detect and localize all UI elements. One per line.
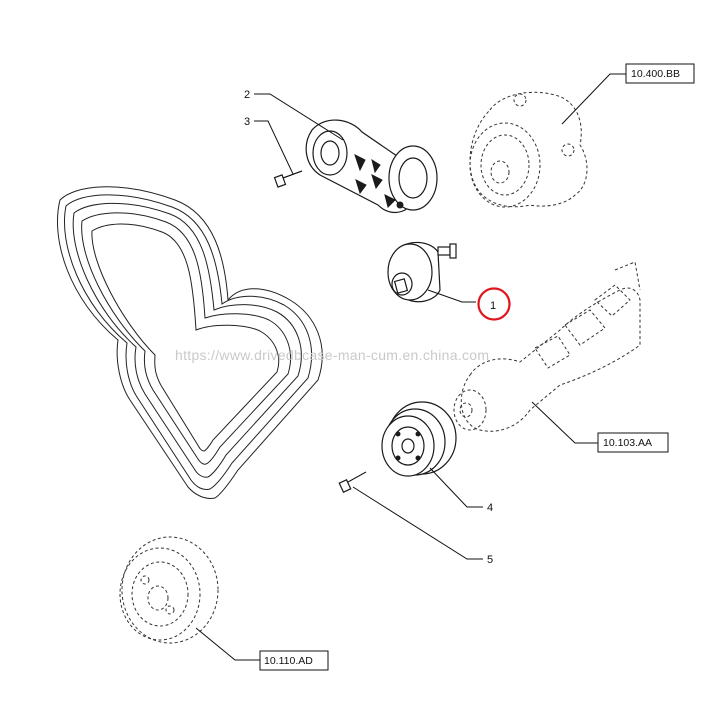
belt-tensioner-item-2 <box>305 119 438 214</box>
water-pump-reference <box>469 91 588 208</box>
callout-5: 5 <box>487 554 493 566</box>
callout-1-highlight-ring <box>477 287 511 321</box>
ref-label-damper: 10.110.AD <box>264 655 313 667</box>
ref-label-water-pump: 10.400.BB <box>631 68 680 80</box>
watermark-text: https://www.drivedbcase-man-cum.en.china… <box>175 347 489 363</box>
crankshaft-reference <box>453 261 641 432</box>
pulley-item-4 <box>381 401 457 477</box>
callout-4: 4 <box>487 502 493 514</box>
bolt-item-3 <box>273 170 303 188</box>
serpentine-belt <box>57 186 323 499</box>
leader-lines <box>195 73 626 661</box>
damper-reference <box>119 536 219 644</box>
ref-box-damper: 10.110.AD <box>259 650 329 671</box>
ref-box-water-pump: 10.400.BB <box>625 63 695 84</box>
callout-3: 3 <box>244 116 250 128</box>
idler-pulley-item-1 <box>387 241 457 303</box>
callout-2: 2 <box>244 89 250 101</box>
ref-label-crankshaft: 10.103.AA <box>603 437 652 449</box>
ref-box-crankshaft: 10.103.AA <box>597 432 669 453</box>
callout-1: 1 <box>490 300 496 312</box>
bolt-item-5 <box>338 471 367 494</box>
